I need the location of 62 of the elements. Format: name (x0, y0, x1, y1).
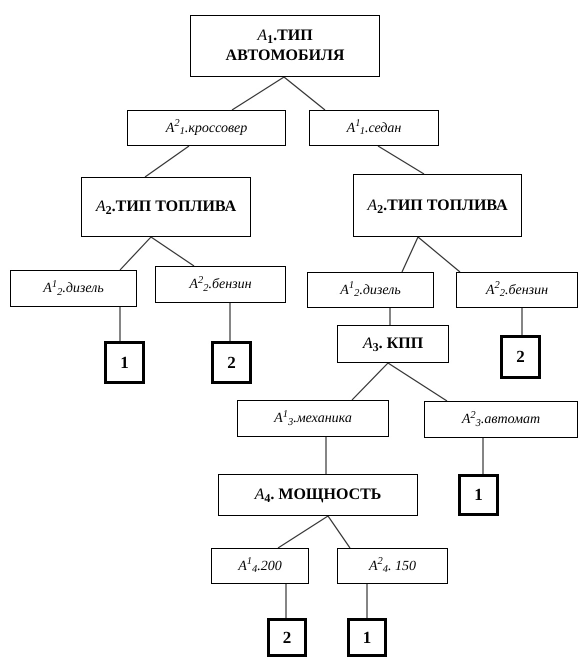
outcome-number: 2 (282, 626, 292, 649)
connector-line (401, 236, 419, 272)
connector-line (232, 76, 284, 110)
connector-line (284, 76, 326, 110)
factor-box (190, 15, 380, 77)
value-label: A$^{1}$$_{2}$.дизель (43, 278, 104, 299)
factor-box (218, 474, 418, 516)
factor-label: A$_{1}$.ТИП АВТОМОБИЛЯ (224, 26, 346, 66)
connector-line (388, 362, 448, 402)
factor-box (81, 177, 251, 237)
connector-line (150, 236, 194, 266)
outcome-number: 2 (516, 346, 525, 368)
connector-line (378, 145, 424, 175)
connector-line (285, 584, 287, 618)
outcome-box (347, 618, 387, 657)
connector-line (325, 437, 327, 474)
connector-line (119, 307, 121, 341)
outcome-number: 1 (474, 484, 483, 506)
connector-line (482, 438, 484, 474)
connector-line (144, 146, 190, 178)
value-box (155, 266, 286, 303)
factor-label: A$_{2}$.ТИП ТОПЛИВА (96, 197, 236, 217)
connector-line (366, 584, 368, 618)
value-label: A$^{1}$$_{1}$.седан (346, 118, 402, 138)
value-box (10, 270, 137, 307)
connector-line (521, 308, 523, 335)
outcome-number: 1 (362, 626, 372, 649)
value-label: A$^{1}$$_{3}$.механика (274, 408, 352, 429)
connector-line (229, 303, 231, 341)
outcome-number: 2 (227, 352, 236, 374)
value-box (337, 548, 448, 584)
outcome-box (500, 335, 541, 379)
value-label: A$^{2}$$_{2}$.бензин (486, 280, 548, 300)
outcome-box (458, 474, 499, 516)
value-box (237, 400, 389, 437)
value-label: A$^{2}$$_{4}$. 150 (368, 556, 416, 576)
factor-box (353, 174, 522, 237)
value-box (456, 272, 578, 308)
value-label: A$^{1}$$_{2}$.дизель (340, 280, 401, 300)
outcome-box (104, 341, 145, 384)
factor-label: A$_{4}$. МОЩНОСТЬ (254, 485, 382, 505)
connector-line (328, 516, 350, 548)
connector-line (389, 308, 391, 325)
value-box (424, 401, 578, 438)
connector-line (120, 236, 152, 270)
value-label: A$^{1}$$_{4}$.200 (238, 556, 282, 576)
outcome-number: 1 (120, 352, 129, 374)
factor-label: A$_{3}$. КПП (362, 334, 424, 354)
connector-line (278, 516, 328, 548)
value-box (211, 548, 309, 584)
connector-line (418, 236, 460, 272)
outcome-box (267, 618, 307, 657)
factor-box (337, 325, 449, 363)
outcome-box (211, 341, 252, 384)
connector-line (352, 362, 388, 400)
value-box (127, 110, 286, 146)
value-label: A$^{2}$$_{1}$.кроссовер (166, 118, 248, 138)
factor-label: A$_{2}$.ТИП ТОПЛИВА (367, 196, 508, 216)
value-box (307, 272, 434, 308)
value-label: A$^{2}$$_{3}$.автомат (462, 409, 540, 430)
value-label: A$^{2}$$_{2}$.бензин (189, 274, 252, 295)
value-box (309, 110, 439, 146)
